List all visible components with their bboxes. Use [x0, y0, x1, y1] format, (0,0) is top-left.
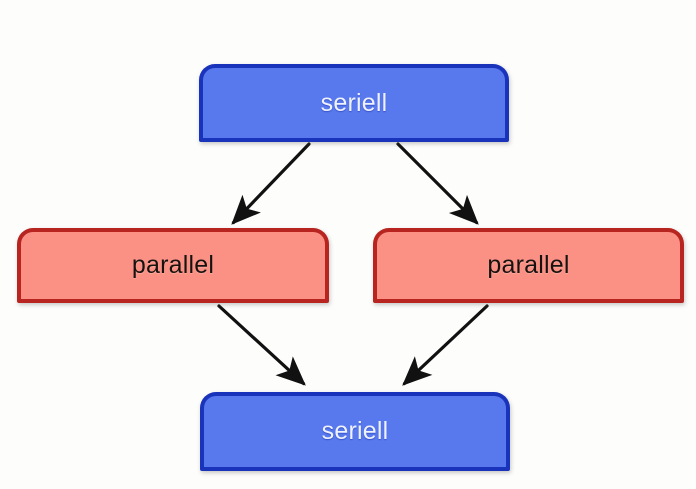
node-parallel-right[interactable]: parallel: [373, 228, 684, 303]
edge-left-to-bottom: [217, 304, 306, 386]
node-parallel-left[interactable]: parallel: [17, 228, 329, 303]
edge-right-to-bottom: [402, 304, 489, 386]
node-seriell-bottom[interactable]: seriell: [200, 392, 510, 471]
node-label: seriell: [321, 417, 389, 445]
node-label: seriell: [320, 88, 388, 117]
edge-top-to-right: [396, 142, 479, 225]
node-label: parallel: [487, 251, 570, 279]
node-label: parallel: [131, 251, 215, 279]
edge-top-to-left: [231, 142, 311, 225]
node-seriell-top[interactable]: seriell: [199, 64, 509, 142]
